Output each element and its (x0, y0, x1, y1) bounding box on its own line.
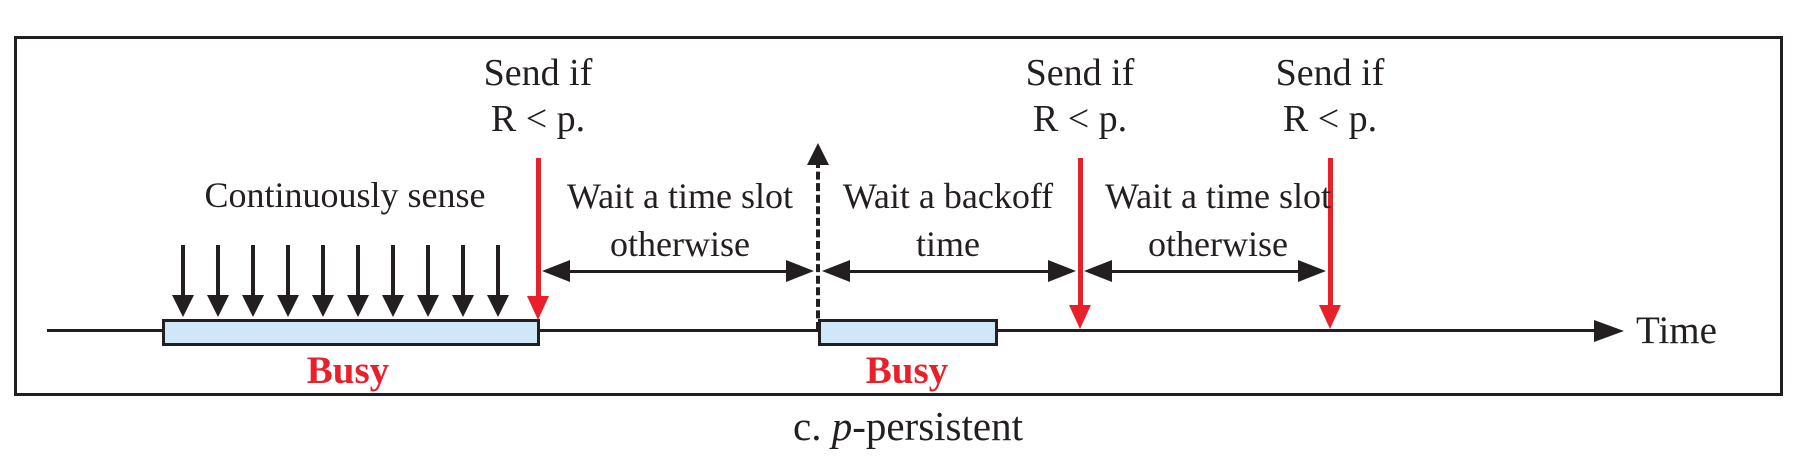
sense-arrowhead-icon (207, 295, 229, 317)
wait-interval-3-right-arrowhead-icon (1298, 260, 1326, 282)
sense-arrowhead-icon (172, 295, 194, 317)
send-if-label-2-line1: Send if (1025, 52, 1135, 94)
busy-label-2: Busy (865, 349, 949, 392)
wait-interval-2-left-arrowhead-icon (822, 260, 850, 282)
wait-time-slot-label-2-line1: Wait a time slot (1104, 176, 1332, 216)
send-if-label-3-line2: R < p. (1282, 98, 1378, 140)
sense-arrow-icon (496, 245, 500, 297)
sense-arrowhead-icon (277, 295, 299, 317)
wait-interval-3-line (1094, 270, 1316, 273)
wait-time-slot-label-1-line1: Wait a time slot (566, 176, 794, 216)
wait-time-slot-label-1: Wait a time slot otherwise (520, 172, 840, 268)
wait-interval-2-right-arrowhead-icon (1048, 260, 1076, 282)
figure-caption-prefix: c. (793, 403, 832, 449)
backoff-dashed-line-icon (816, 160, 820, 330)
figure-caption: c. p-persistent (0, 402, 1816, 450)
sense-arrowhead-icon (242, 295, 264, 317)
send-arrowhead-2-icon (1069, 305, 1091, 329)
send-arrowhead-1-icon (527, 296, 549, 320)
send-if-label-2: Send if R < p. (960, 50, 1200, 142)
send-if-label-1-line1: Send if (483, 52, 593, 94)
sense-arrow-icon (216, 245, 220, 297)
send-if-label-3: Send if R < p. (1210, 50, 1450, 142)
timeline-label: Time (1636, 309, 1717, 352)
sense-arrowhead-icon (312, 295, 334, 317)
sense-arrow-icon (391, 245, 395, 297)
sense-arrowhead-icon (417, 295, 439, 317)
wait-interval-1-left-arrowhead-icon (542, 260, 570, 282)
sense-arrow-icon (251, 245, 255, 297)
sense-arrow-icon (461, 245, 465, 297)
send-if-label-1: Send if R < p. (418, 50, 658, 142)
sense-arrowhead-icon (452, 295, 474, 317)
sense-arrow-icon (321, 245, 325, 297)
backoff-dashed-arrowhead-icon (807, 143, 829, 165)
wait-interval-1-right-arrowhead-icon (786, 260, 814, 282)
sense-arrowhead-icon (382, 295, 404, 317)
sense-arrow-icon (356, 245, 360, 297)
wait-time-slot-label-2-line2: otherwise (1148, 224, 1288, 264)
wait-backoff-label-line1: Wait a backoff (842, 176, 1054, 216)
busy-segment-1 (162, 319, 540, 346)
timeline-arrowhead-icon (1594, 320, 1624, 342)
send-if-label-3-line1: Send if (1275, 52, 1385, 94)
wait-backoff-label-line2: time (916, 224, 980, 264)
wait-interval-3-left-arrowhead-icon (1084, 260, 1112, 282)
wait-interval-1-line (552, 270, 804, 273)
figure-caption-suffix: -persistent (852, 403, 1023, 449)
send-arrow-3-icon (1328, 158, 1333, 306)
busy-label-1: Busy (306, 349, 390, 392)
sense-arrowhead-icon (347, 295, 369, 317)
figure-caption-emphasis: p (831, 403, 853, 449)
sense-arrowhead-icon (487, 295, 509, 317)
continuously-sense-label: Continuously sense (204, 175, 486, 215)
wait-backoff-label: Wait a backoff time (788, 172, 1108, 268)
send-if-label-1-line2: R < p. (490, 98, 586, 140)
sense-arrow-icon (426, 245, 430, 297)
wait-time-slot-label-2: Wait a time slot otherwise (1058, 172, 1378, 268)
wait-time-slot-label-1-line2: otherwise (610, 224, 750, 264)
sense-arrow-icon (181, 245, 185, 297)
send-if-label-2-line2: R < p. (1032, 98, 1128, 140)
busy-segment-2 (818, 319, 998, 346)
wait-interval-2-line (832, 270, 1066, 273)
send-arrow-1-icon (536, 158, 541, 298)
send-arrow-2-icon (1078, 158, 1083, 306)
send-arrowhead-3-icon (1319, 305, 1341, 329)
sense-arrow-icon (286, 245, 290, 297)
